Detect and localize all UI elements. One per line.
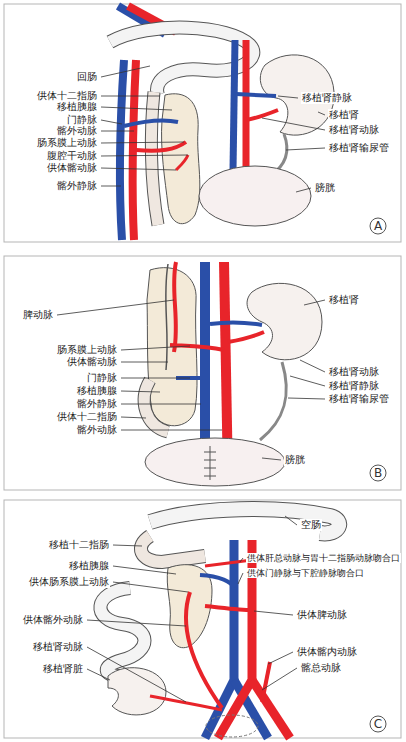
part-label: 供体肝总动脉与胃十二指肠动脉吻合口: [246, 553, 401, 563]
leader-line: [87, 620, 186, 626]
part-label: 供体十二指肠: [36, 90, 98, 102]
part-label: 门静脉: [66, 114, 98, 126]
leader-line: [101, 131, 134, 132]
leader-line: [300, 360, 325, 372]
leader-line: [113, 582, 188, 592]
leader-line: [121, 362, 168, 363]
part-label: 供体髂动脉: [46, 162, 98, 174]
leader-line: [262, 118, 325, 130]
panel-letter: C: [369, 715, 387, 733]
part-label: 髂外静脉: [56, 180, 98, 192]
panel-frames: [4, 4, 401, 738]
leader-line: [113, 566, 176, 574]
leader-line: [101, 66, 150, 77]
leader-line: [101, 168, 176, 170]
leader-line: [262, 458, 281, 460]
part-label: 供体髂动脉: [66, 356, 118, 368]
leader-line: [254, 611, 293, 615]
part-label: 髂总动脉: [300, 662, 342, 674]
part-label: 移植十二指肠: [48, 539, 110, 551]
panel-letter: B: [369, 464, 387, 482]
part-label: 移植肾: [328, 109, 360, 121]
leader-line: [262, 668, 297, 690]
part-label: 肠系膜上动脉: [36, 137, 98, 149]
part-label: 髂外动脉: [56, 125, 98, 137]
leader-line: [121, 417, 146, 418]
leader-line: [238, 573, 243, 584]
part-label: 膀胱: [314, 182, 336, 194]
leader-line: [304, 300, 325, 305]
part-label: 移植肾动脉: [32, 641, 84, 653]
part-label: 供体髂内动脉: [296, 646, 358, 658]
panel-c-art: [100, 509, 339, 738]
part-label: 移植肾输尿管: [328, 393, 390, 405]
part-label: 移植肾脏: [42, 663, 84, 675]
leader-line: [286, 148, 325, 150]
leader-line: [240, 558, 243, 562]
leader-line: [278, 96, 298, 98]
part-label: 空肠: [300, 519, 322, 531]
part-label: 肠系膜上动脉: [56, 344, 118, 356]
part-label: 髂外静脉: [76, 398, 118, 410]
leader-line: [101, 142, 184, 143]
part-label: 供体肠系膜上动脉: [28, 576, 110, 588]
leader-line: [121, 391, 160, 392]
part-label: 移植胰腺: [68, 560, 110, 572]
part-label: 脾动脉: [22, 309, 54, 321]
panel-letter-text: C: [369, 715, 387, 730]
part-label: 移植胰腺: [76, 385, 118, 397]
panel-a-art: [110, 6, 334, 240]
panel-letter: A: [369, 217, 387, 235]
leader-line: [285, 516, 297, 525]
leader-line: [101, 155, 188, 156]
leader-line: [87, 647, 186, 702]
leader-line: [296, 188, 311, 192]
leader-line: [318, 112, 325, 115]
part-label: 供体髂外动脉: [22, 614, 84, 626]
part-label: 门静脉: [86, 372, 118, 384]
leader-line: [57, 300, 174, 315]
part-label: 移植肾静脉: [301, 92, 353, 104]
part-label: 移植肾动脉: [328, 366, 380, 378]
part-label: 移植胰腺: [56, 101, 98, 113]
leader-line: [290, 376, 325, 386]
leader-line: [121, 430, 222, 431]
leader-line: [113, 545, 142, 546]
leader-line: [101, 96, 160, 97]
part-label: 腹腔干动脉: [46, 150, 98, 162]
panel-letter-text: B: [369, 464, 387, 479]
part-label: 供体十二指肠: [56, 411, 118, 423]
part-label: 回肠: [76, 71, 98, 83]
leader-line: [101, 186, 121, 187]
part-label: 膀胱: [284, 454, 306, 466]
part-label: 移植肾动脉: [328, 124, 380, 136]
panel-b-art: [144, 262, 322, 486]
leader-line: [87, 669, 110, 680]
part-label: 移植肾输尿管: [328, 142, 390, 154]
leader-line: [288, 398, 325, 399]
part-label: 髂外动脉: [76, 424, 118, 436]
leader-line: [268, 652, 293, 664]
panel-letter-text: A: [369, 217, 387, 232]
part-label: 供体脾动脉: [296, 609, 348, 621]
leader-line: [121, 378, 190, 379]
part-label: 移植肾: [328, 294, 360, 306]
leader-line: [121, 346, 190, 350]
part-label: 供体门静脉与下腔静脉吻合口: [246, 568, 365, 578]
leader-line: [121, 404, 201, 405]
part-label: 移植肾静脉: [328, 380, 380, 392]
leader-line: [101, 120, 122, 124]
leader-line: [101, 107, 172, 110]
